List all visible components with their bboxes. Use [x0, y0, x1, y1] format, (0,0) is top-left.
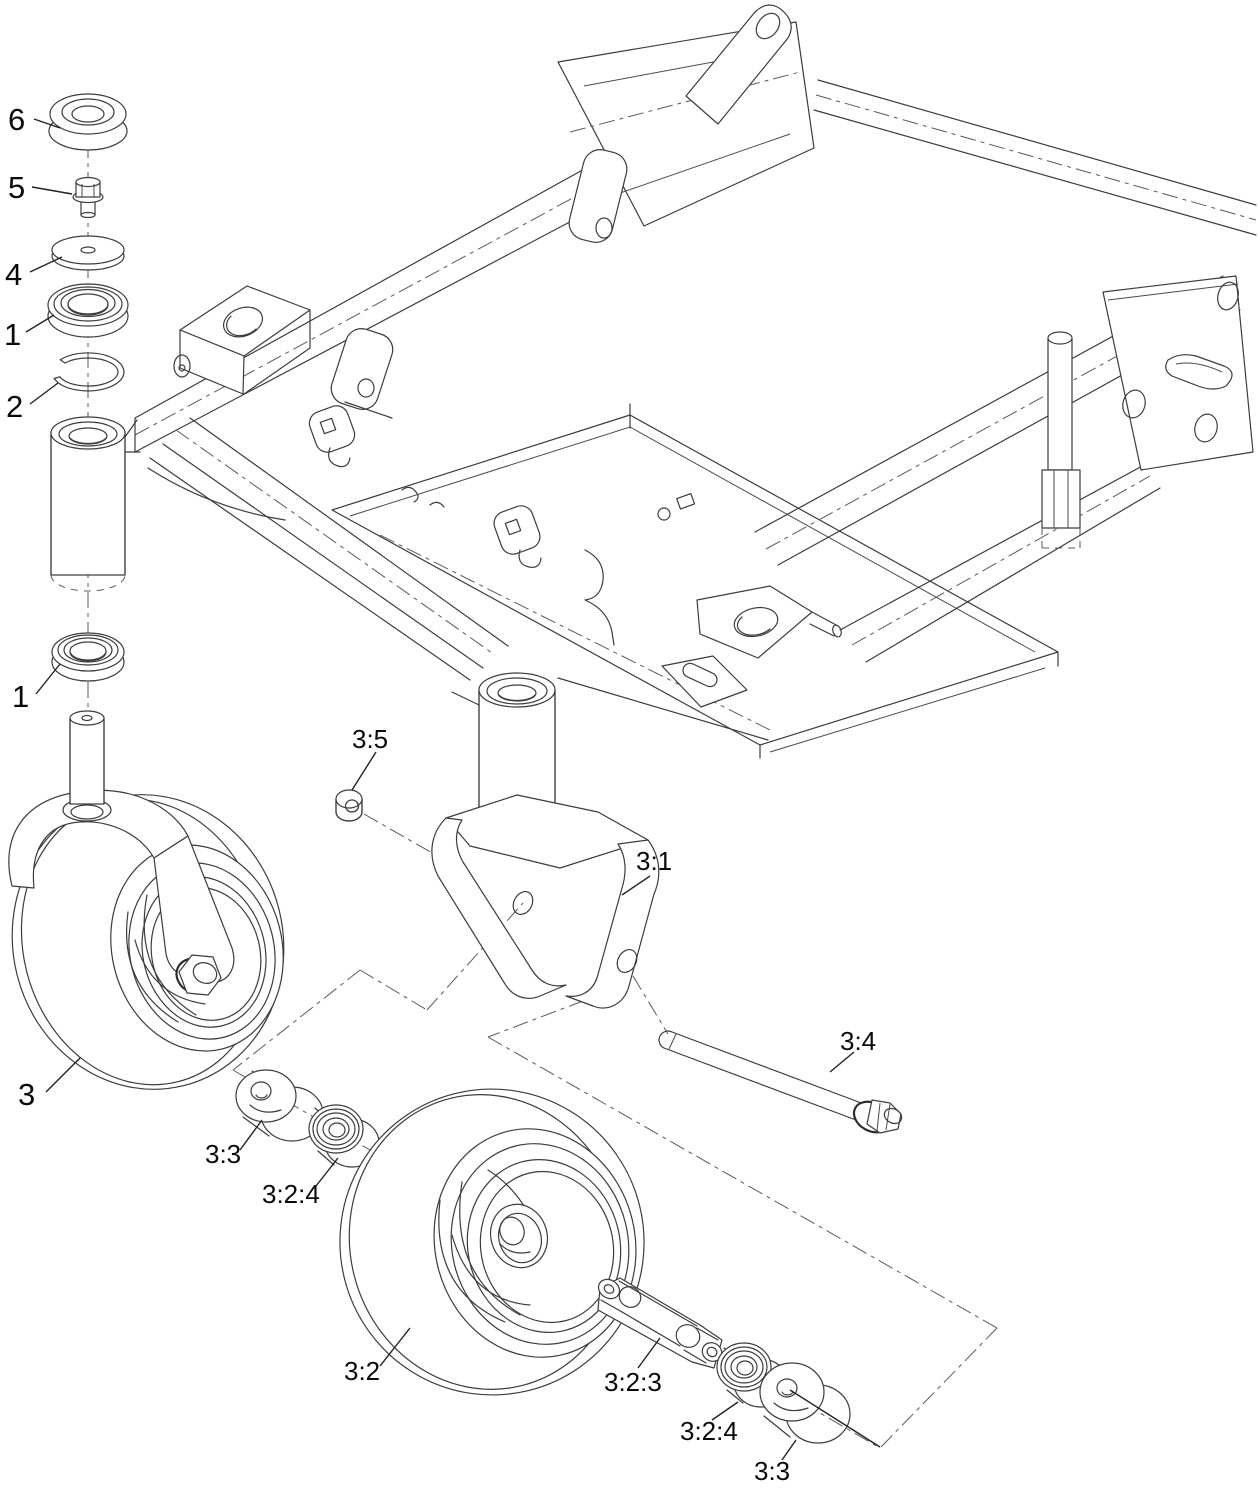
leader-3-3-right [781, 1439, 797, 1461]
part-wheel-3-2 [339, 1088, 645, 1396]
callout-3-3-left-label: 3:3 [205, 1139, 241, 1169]
callout-2-label: 2 [6, 389, 23, 424]
part-cap-6 [48, 93, 128, 151]
part-retaining-ring-2 [53, 352, 125, 392]
part-axle-bolt-3-4 [658, 1030, 903, 1134]
callout-6-label: 6 [8, 102, 25, 137]
callout-3-5-label: 3:5 [352, 724, 388, 754]
part-bearing-1-upper [47, 283, 129, 338]
leader-3-3-left [239, 1119, 263, 1151]
leader-3 [45, 1057, 81, 1093]
part-caster-stem [69, 710, 105, 805]
frame-tab-bracket [330, 328, 394, 419]
leader-3-1 [621, 875, 651, 896]
callout-leaders [25, 118, 881, 1461]
leader-1-lower [35, 663, 61, 695]
callout-3-label: 3 [18, 1077, 35, 1112]
frame-top-bracket-cluster [557, 4, 815, 243]
part-caster-wheel-assembly-3 [8, 710, 285, 1090]
callout-5-label: 5 [8, 170, 25, 205]
part-spacer-3-3-right [759, 1362, 851, 1444]
callout-3-2-4-left-label: 3:2:4 [262, 1179, 320, 1209]
leader-3-2 [379, 1327, 411, 1367]
part-bolt-5 [72, 176, 104, 219]
frame-rear-bracket [661, 585, 842, 708]
leader-3-4 [829, 1051, 855, 1073]
leader-2 [29, 382, 59, 405]
leader-3-5 [351, 751, 377, 791]
frame-keyhole-bracket-2 [401, 486, 542, 568]
callout-3-2-label: 3:2 [344, 1356, 380, 1386]
leader-4 [29, 256, 63, 273]
frame-height-adjust-rod [1041, 331, 1081, 549]
part-bearing-3-2-4-left [308, 1104, 380, 1168]
leader-3-2-4-left [315, 1157, 339, 1187]
callout-3-2-4-right-label: 3:2:4 [680, 1416, 738, 1446]
leader-3-2-3 [637, 1337, 661, 1369]
leader-3-2-4-right [711, 1401, 739, 1421]
callout-1-upper-label: 1 [4, 317, 21, 352]
frame-weldment [124, 4, 1257, 759]
callout-3-1-label: 3:1 [636, 846, 672, 876]
leader-1-upper [25, 314, 55, 333]
callout-3-2-3-label: 3:2:3 [604, 1367, 662, 1397]
part-axle-spacer-3-2-3 [597, 1277, 723, 1369]
leader-5 [31, 186, 73, 195]
callout-3-4-label: 3:4 [840, 1026, 876, 1056]
frame-keyhole-bracket-1 [308, 405, 356, 468]
frame-lower-rail [147, 417, 769, 741]
frame-lower-right-rail [839, 463, 1161, 663]
frame-mount-box [173, 285, 311, 395]
callout-1-lower-label: 1 [12, 679, 29, 714]
part-caster-tube-left [50, 416, 126, 592]
frame-mounting-plate [1102, 275, 1254, 471]
frame-deck [331, 403, 1059, 759]
part-nut-3-5 [335, 789, 363, 822]
frame-rail-front-left [124, 161, 616, 453]
leader-3-3-right-axis [789, 1389, 881, 1448]
leader-6 [33, 118, 61, 129]
callout-4-label: 4 [5, 257, 22, 292]
part-washer-4 [51, 235, 125, 271]
part-bearing-3-2-4-right [716, 1342, 789, 1408]
part-caster-fork-3-1 [431, 794, 660, 1009]
frame-upper-right-rail [813, 79, 1257, 236]
callout-3-3-right-label: 3:3 [754, 1456, 790, 1486]
part-spacer-3-3-left [235, 1069, 324, 1142]
callout-labels: 6 5 4 1 2 1 3 3:5 3:1 3:4 3:3 3:2:4 3:2 … [4, 102, 876, 1486]
part-bearing-1-lower [51, 632, 125, 682]
